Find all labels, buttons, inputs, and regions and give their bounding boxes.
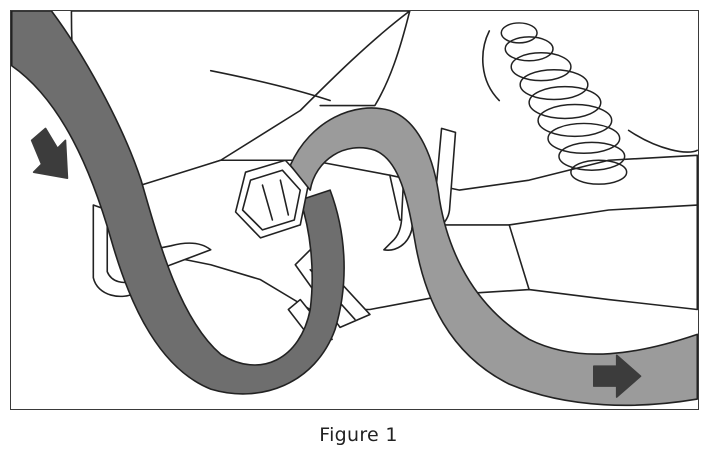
strap-entering (11, 11, 345, 395)
buckle-base-seam-2 (508, 224, 530, 291)
arrow-down-right-icon (30, 127, 69, 179)
figure-illustration (10, 10, 699, 410)
arrow-right-icon (593, 354, 642, 398)
buckle-diagram (11, 11, 698, 407)
buckle-lever-ridge (209, 69, 331, 102)
strap-exiting (289, 107, 698, 407)
figure-caption: Figure 1 (319, 424, 398, 446)
buckle-base-step (389, 174, 698, 226)
hex-bolt (234, 159, 310, 239)
spring (500, 22, 628, 185)
buckle-lever-edge (319, 11, 411, 107)
spring-housing (482, 30, 698, 153)
